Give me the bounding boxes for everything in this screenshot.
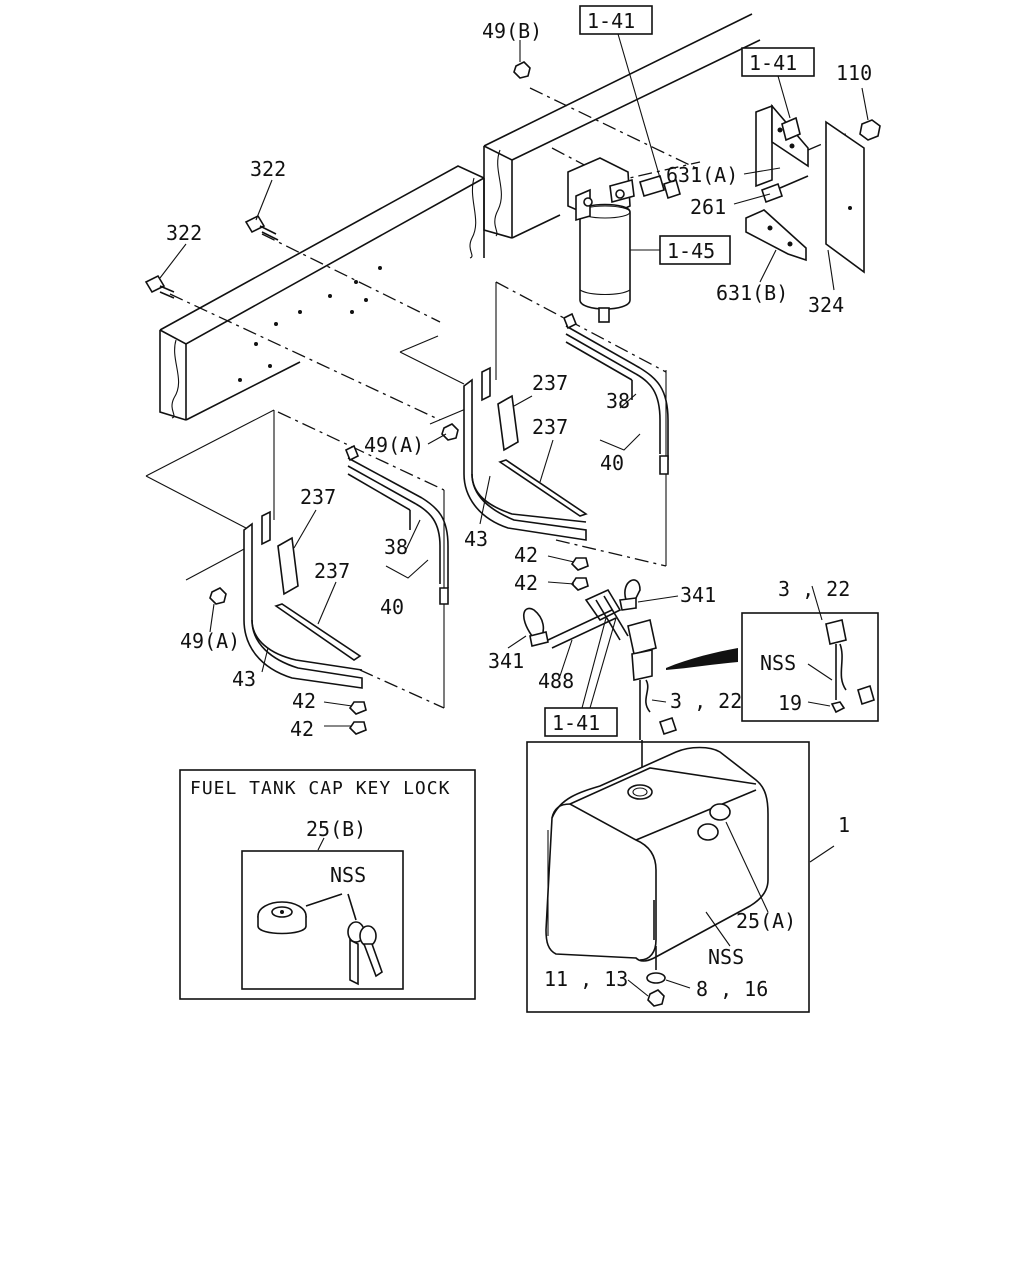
strap-38-left xyxy=(344,444,449,588)
frame-rail-lower xyxy=(159,165,485,421)
label-3-22-sender: 3 , 22 xyxy=(670,689,742,713)
fuel-sender-3-22 xyxy=(627,619,678,790)
label-341-left: 341 xyxy=(488,649,524,673)
label-42-right-a: 42 xyxy=(514,543,538,567)
key-icon xyxy=(347,921,383,986)
nut-49a-upper xyxy=(441,423,459,441)
bracket-43-right xyxy=(463,366,587,541)
svg-text:1-41: 1-41 xyxy=(552,711,600,735)
leader-lines xyxy=(159,33,869,997)
label-237-b: 237 xyxy=(532,415,568,439)
label-237-c: 237 xyxy=(300,485,336,509)
nuts-42-left xyxy=(348,701,367,735)
pad-237-right-vertical xyxy=(497,394,519,452)
clamp-341-upper xyxy=(619,579,641,611)
fuel-filter-assembly xyxy=(567,157,635,323)
label-237-a: 237 xyxy=(532,371,568,395)
label-43-right: 43 xyxy=(464,527,488,551)
label-631a: 631(A) xyxy=(666,163,738,187)
label-11-13: 11 , 13 xyxy=(544,967,628,991)
pad-237-left-horizontal xyxy=(274,603,362,661)
nuts-42-right xyxy=(570,557,589,591)
ref-box-1-41-bottom: 1-41 xyxy=(544,707,618,737)
label-488: 488 xyxy=(538,669,574,693)
sender-detail-arrow xyxy=(666,648,738,670)
label-261: 261 xyxy=(690,195,726,219)
bolt-322-upper xyxy=(244,214,279,241)
ref-box-1-41-right: 1-41 xyxy=(741,47,815,77)
bolt-40-left xyxy=(439,587,449,605)
label-49a-upper: 49(A) xyxy=(364,433,424,457)
label-19: 19 xyxy=(778,691,802,715)
nut-49a-lower xyxy=(209,587,227,605)
bolt-322-lower xyxy=(144,274,175,299)
label-237-d: 237 xyxy=(314,559,350,583)
alignment-lines xyxy=(145,87,851,709)
nut-49b xyxy=(513,61,531,79)
inset-title: FUEL TANK CAP KEY LOCK xyxy=(190,778,450,799)
plate-324 xyxy=(825,120,865,274)
label-322-upper: 322 xyxy=(250,157,286,181)
label-nss-cap: NSS xyxy=(330,863,366,887)
clamp-341-left xyxy=(523,607,549,647)
label-1: 1 xyxy=(838,813,850,837)
filter-bolt-1-41 xyxy=(639,175,681,200)
label-nss-detail: NSS xyxy=(760,651,796,675)
label-40-right: 40 xyxy=(600,451,624,475)
label-38-left: 38 xyxy=(384,535,408,559)
label-110: 110 xyxy=(836,61,872,85)
label-38-right: 38 xyxy=(606,389,630,413)
label-322-lower: 322 xyxy=(166,221,202,245)
fuel-tank xyxy=(545,746,769,1007)
label-631b: 631(B) xyxy=(716,281,788,305)
sender-detail-box xyxy=(741,612,879,722)
label-nss-tank: NSS xyxy=(708,945,744,969)
part-labels: 49(B) 110 322 322 631(A) 261 631(B) 324 … xyxy=(166,19,872,1001)
fuel-cap-inset: FUEL TANK CAP KEY LOCK xyxy=(179,769,476,1000)
bracket-43-left xyxy=(243,510,363,689)
bolt-261 xyxy=(760,175,809,204)
label-8-16: 8 , 16 xyxy=(696,977,768,1001)
label-42-left-a: 42 xyxy=(292,689,316,713)
hose-488 xyxy=(547,588,629,649)
label-341-right: 341 xyxy=(680,583,716,607)
label-42-right-b: 42 xyxy=(514,571,538,595)
sender-detail-part xyxy=(825,619,875,714)
tank-box xyxy=(526,741,810,1013)
bolt-40-right xyxy=(659,455,669,475)
label-40-left: 40 xyxy=(380,595,404,619)
label-42-left-b: 42 xyxy=(290,717,314,741)
label-49b: 49(B) xyxy=(482,19,542,43)
strap-38-right xyxy=(562,312,669,460)
label-49a-lower: 49(A) xyxy=(180,629,240,653)
nut-110 xyxy=(859,119,881,141)
pad-237-left-vertical xyxy=(277,536,299,596)
svg-text:1-45: 1-45 xyxy=(667,239,715,263)
bracket-631b xyxy=(745,209,807,262)
fuel-cap-icon xyxy=(257,901,307,935)
label-3-22-detail: 3 , 22 xyxy=(778,577,850,601)
ref-box-1-41-top: 1-41 xyxy=(579,5,653,35)
label-25b: 25(B) xyxy=(306,817,366,841)
bracket-631a xyxy=(755,103,809,188)
ref-box-1-45: 1-45 xyxy=(659,235,731,265)
label-43-left: 43 xyxy=(232,667,256,691)
pad-237-right-horizontal xyxy=(498,459,588,517)
label-25a: 25(A) xyxy=(736,909,796,933)
frame-rail-upper xyxy=(483,13,761,239)
label-324: 324 xyxy=(808,293,844,317)
svg-text:1-41: 1-41 xyxy=(749,51,797,75)
svg-text:1-41: 1-41 xyxy=(587,9,635,33)
bolt-1-41-right xyxy=(781,116,801,142)
